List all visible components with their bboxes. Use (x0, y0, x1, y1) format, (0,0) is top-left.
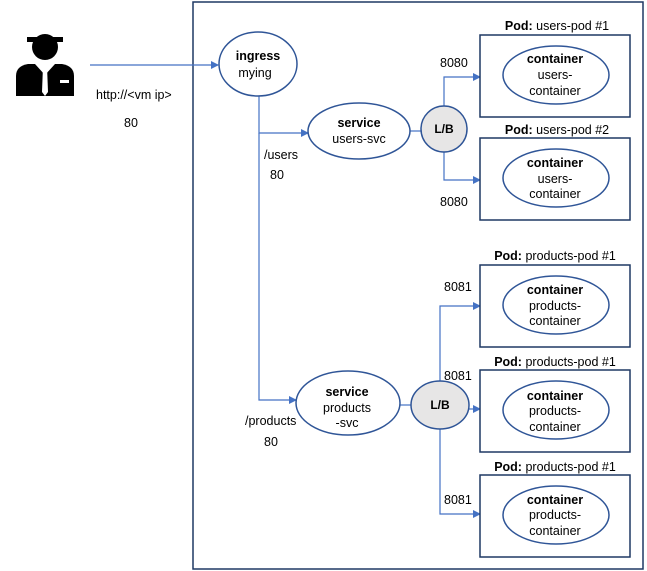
users-target-port-1: 8080 (440, 56, 468, 70)
container-kind: container (527, 283, 583, 297)
svg-text:Pod: products-pod #1: Pod: products-pod #1 (494, 460, 616, 474)
container-kind: container (527, 389, 583, 403)
pod-kind-label: Pod: (505, 19, 533, 33)
users-service-name: users-svc (332, 132, 385, 146)
user-port-label: 80 (124, 116, 138, 130)
pod-name: products-pod #1 (525, 355, 615, 369)
pod-name: users-pod #2 (536, 123, 609, 137)
products-service-kind: service (325, 385, 368, 399)
user-icon (16, 34, 74, 96)
svg-text:Pod: users-pod #1: Pod: users-pod #1 (505, 19, 609, 33)
container-node: container products- container (502, 380, 610, 440)
products-service-node: service products -svc (295, 370, 401, 436)
route-products-path: /products (245, 414, 296, 428)
users-lb-label: L/B (434, 122, 454, 136)
products-service-name-line1: products (323, 401, 371, 415)
container-name-line1: users- (538, 68, 573, 82)
ingress-node: ingress mying (218, 31, 298, 97)
pod-kind-label: Pod: (494, 460, 522, 474)
container-kind: container (527, 156, 583, 170)
ingress-to-users-svc-arrow (258, 96, 309, 137)
products-target-port-1: 8081 (444, 280, 472, 294)
pod-name: products-pod #1 (525, 249, 615, 263)
products-target-port-3: 8081 (444, 493, 472, 507)
products-service-name-line2: -svc (336, 416, 359, 430)
container-kind: container (527, 52, 583, 66)
container-name-line2: container (529, 524, 580, 538)
users-lb-to-pod2-arrow (443, 152, 481, 184)
container-name-line1: products- (529, 508, 581, 522)
container-name-line1: products- (529, 299, 581, 313)
container-name-line2: container (529, 314, 580, 328)
connectors (90, 61, 481, 518)
users-target-port-2: 8080 (440, 195, 468, 209)
products-lb-label: L/B (430, 398, 450, 412)
svg-text:Pod: products-pod #1: Pod: products-pod #1 (494, 355, 616, 369)
pod-kind-label: Pod: (494, 355, 522, 369)
pod-users-1: Pod: users-pod #1 container users- conta… (479, 19, 631, 118)
route-users-port: 80 (270, 168, 284, 182)
container-node: container products- container (502, 275, 610, 335)
container-node: container users- container (502, 148, 610, 208)
ingress-kind: ingress (236, 49, 281, 63)
pod-name: products-pod #1 (525, 460, 615, 474)
products-lb-to-pod1-arrow (439, 302, 481, 381)
container-name-line1: users- (538, 172, 573, 186)
ingress-to-products-svc-arrow (258, 133, 297, 404)
container-name-line2: container (529, 187, 580, 201)
pod-kind-label: Pod: (494, 249, 522, 263)
users-load-balancer: L/B (420, 105, 468, 153)
pod-users-2: Pod: users-pod #2 container users- conta… (479, 123, 631, 221)
users-lb-to-pod1-arrow (443, 73, 481, 106)
pod-kind-label: Pod: (505, 123, 533, 137)
container-node: container users- container (502, 45, 610, 105)
pod-products-1: Pod: products-pod #1 container products-… (479, 249, 631, 348)
container-name-line1: products- (529, 404, 581, 418)
pod-products-2: Pod: products-pod #1 container products-… (479, 355, 631, 453)
route-products-port: 80 (264, 435, 278, 449)
svg-text:Pod: products-pod #1: Pod: products-pod #1 (494, 249, 616, 263)
container-name-line2: container (529, 84, 580, 98)
products-target-port-2: 8081 (444, 369, 472, 383)
products-load-balancer: L/B (410, 380, 470, 430)
users-service-kind: service (337, 116, 380, 130)
container-node: container products- container (502, 485, 610, 545)
cluster-boundary (192, 1, 644, 570)
pod-products-3: Pod: products-pod #1 container products-… (479, 460, 631, 558)
svg-text:Pod: users-pod #2: Pod: users-pod #2 (505, 123, 609, 137)
container-kind: container (527, 493, 583, 507)
pod-name: users-pod #1 (536, 19, 609, 33)
ingress-name: mying (238, 66, 271, 80)
container-name-line2: container (529, 420, 580, 434)
route-users-path: /users (264, 148, 298, 162)
user-url-label: http://<vm ip> (96, 88, 172, 102)
users-service-node: service users-svc (307, 102, 411, 160)
products-lb-to-pod3-arrow (439, 429, 481, 518)
